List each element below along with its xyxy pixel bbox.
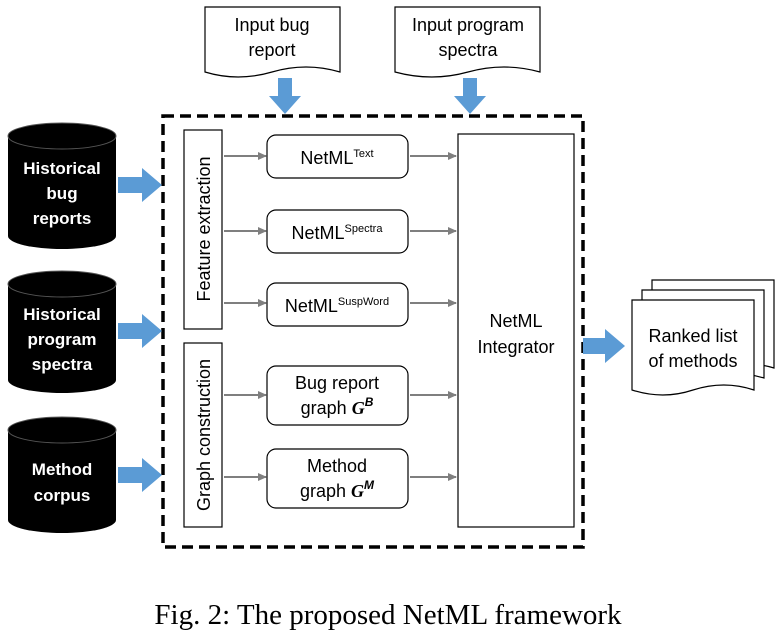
netml-integrator-box: NetML Integrator [457, 133, 575, 528]
figure-caption: Fig. 2: The proposed NetML framework [154, 599, 622, 631]
arrow-down-program-spectra [454, 78, 486, 114]
arrow-right-method-corpus [118, 458, 162, 492]
netml-spectra-sup: Spectra [345, 223, 384, 235]
netml-spectra-base: NetML [292, 223, 345, 243]
db-method-corpus-line2: corpus [34, 486, 91, 505]
integrator-line1: NetML [489, 311, 542, 331]
db-bug-reports-line3: reports [33, 209, 92, 228]
db-program-spectra-line1: Historical [23, 305, 100, 324]
output-line2: of methods [648, 351, 737, 371]
db-historical-program-spectra: Historical program spectra [7, 270, 117, 393]
db-program-spectra-line2: program [28, 330, 97, 349]
bug-report-graph-box: Bug report graph GB [266, 365, 409, 426]
db-method-corpus: Method corpus [7, 416, 117, 533]
graph-construction-stage: Graph construction [183, 342, 223, 528]
netml-text-box: NetMLText [266, 134, 409, 179]
svg-text:graph GB: graph GB [301, 395, 374, 418]
bug-graph-sup: B [365, 395, 374, 409]
arrow-down-bug-report [269, 78, 301, 114]
db-historical-bug-reports: Historical bug reports [7, 122, 117, 249]
method-graph-box: Method graph GM [266, 448, 409, 509]
input-program-spectra-doc: Input program spectra [394, 6, 541, 78]
method-graph-line1: Method [307, 456, 367, 476]
netml-suspword-box: NetMLSuspWord [266, 282, 409, 327]
feature-extraction-label: Feature extraction [194, 156, 214, 301]
method-graph-line2: graph [300, 481, 351, 501]
input-program-spectra-line1: Input program [412, 15, 524, 35]
svg-text:graph GM: graph GM [300, 478, 375, 501]
graph-construction-label: Graph construction [194, 359, 214, 511]
bug-graph-symbol: G [352, 398, 365, 418]
feature-extraction-stage: Feature extraction [183, 129, 223, 330]
db-bug-reports-line2: bug [46, 184, 77, 203]
svg-text:NetMLText: NetMLText [300, 148, 373, 168]
output-line1: Ranked list [648, 326, 737, 346]
netml-text-base: NetML [300, 148, 353, 168]
integrator-line2: Integrator [477, 337, 554, 357]
method-graph-sup: M [364, 478, 375, 492]
db-method-corpus-line1: Method [32, 460, 92, 479]
input-bug-report-line2: report [248, 40, 295, 60]
method-graph-symbol: G [351, 481, 364, 501]
netml-spectra-box: NetMLSpectra [266, 209, 409, 254]
input-program-spectra-line2: spectra [438, 40, 498, 60]
svg-text:NetMLSpectra: NetMLSpectra [292, 223, 384, 243]
netml-suspword-sup: SuspWord [338, 296, 389, 308]
bug-graph-line2: graph [301, 398, 352, 418]
netml-text-sup: Text [353, 148, 373, 160]
arrow-right-to-output [583, 329, 625, 363]
bug-graph-line1: Bug report [295, 373, 379, 393]
db-bug-reports-line1: Historical [23, 159, 100, 178]
input-bug-report-doc: Input bug report [204, 6, 341, 78]
output-ranked-list-docs: Ranked list of methods [631, 279, 775, 396]
svg-text:NetMLSuspWord: NetMLSuspWord [285, 296, 389, 316]
netml-suspword-base: NetML [285, 296, 338, 316]
input-bug-report-line1: Input bug [234, 15, 309, 35]
db-program-spectra-line3: spectra [32, 355, 93, 374]
arrow-right-program-spectra [118, 314, 162, 348]
framework-boundary [161, 114, 585, 549]
arrow-right-bug-reports [118, 168, 162, 202]
